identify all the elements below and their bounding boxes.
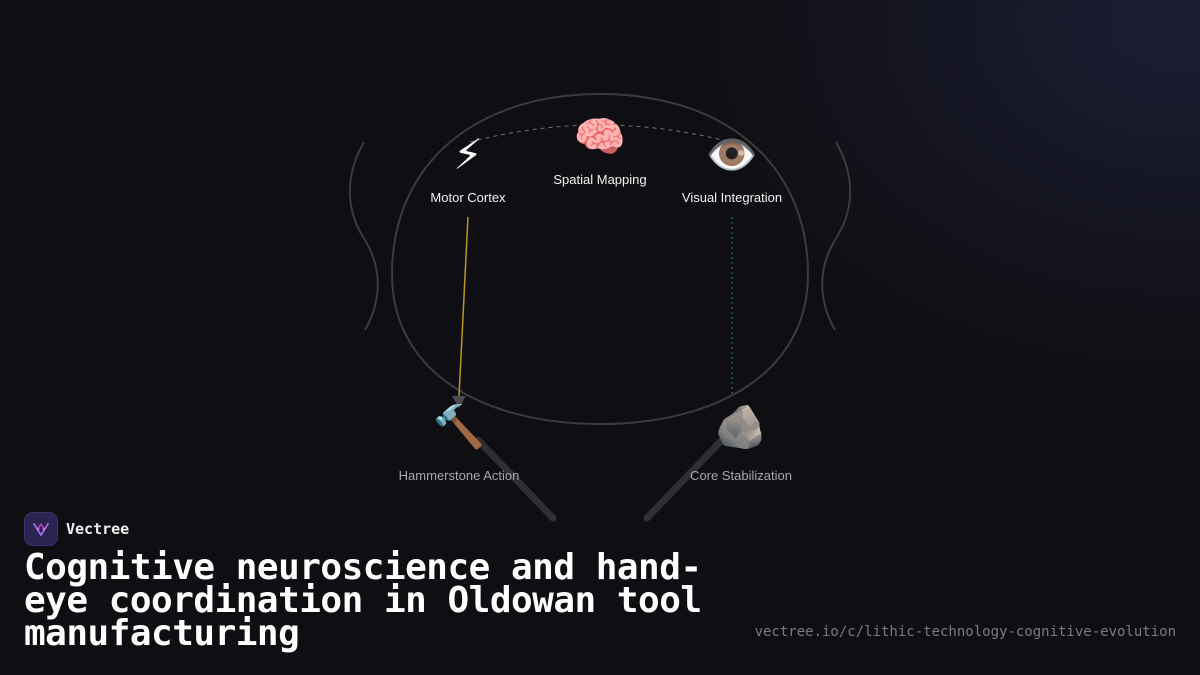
right-ear-outline [821,141,852,331]
left-arm [474,436,557,522]
node-label-spatial-mapping: Spatial Mapping [553,172,647,187]
node-label-core-stabilization: Core Stabilization [690,468,792,483]
right-arm [643,436,726,522]
rock-icon: 🪨 [714,402,768,451]
page-url: vectree.io/c/lithic-technology-cognitive… [754,624,1176,640]
vectree-logo-icon [24,512,58,546]
node-label-motor-cortex: Motor Cortex [430,190,506,205]
eye-icon: 👁️ [705,130,759,179]
node-label-hammerstone-action: Hammerstone Action [398,468,520,483]
connection-motor-hammer [458,216,469,397]
node-label-visual-integration: Visual Integration [681,190,783,205]
connection-motor-visual [469,124,731,143]
head-outline [390,92,810,426]
left-ear-outline [348,141,379,331]
brain-icon: 🧠 [573,112,627,161]
hammer-icon: 🔨 [432,402,486,451]
page-title: Cognitive neuroscience and hand-eye coor… [24,547,702,654]
connection-arrowhead [452,396,466,408]
brand-name: Vectree [66,520,130,538]
brand: Vectree [24,512,129,546]
lightning-bolt-icon: ⚡ [453,130,483,179]
